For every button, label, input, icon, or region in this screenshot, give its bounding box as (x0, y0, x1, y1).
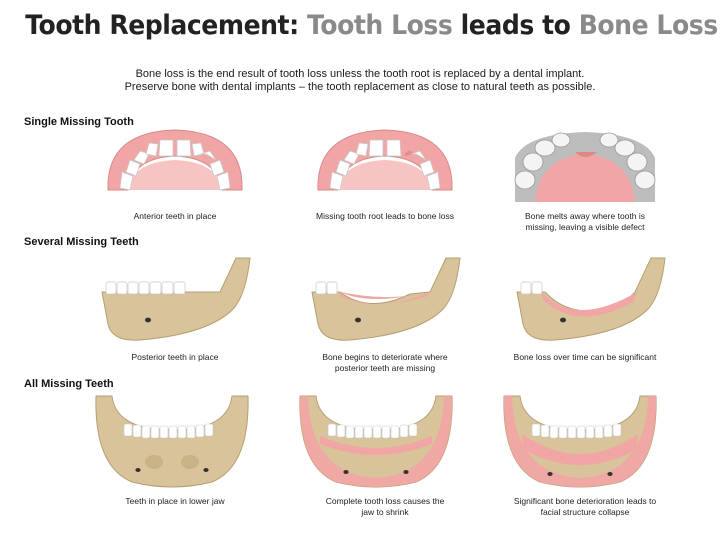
caption-bone-loss-time: Bone loss over time can be significant (513, 352, 657, 362)
section-heading-all: All Missing Teeth (24, 378, 114, 390)
mandible-side-bone-loss-illustration (516, 257, 666, 341)
section-heading-single: Single Missing Tooth (24, 116, 134, 128)
title-part-3: leads to (460, 10, 571, 41)
caption-missing-root: Missing tooth root leads to bone loss (316, 211, 454, 221)
caption-posterior-teeth: Posterior teeth in place (131, 352, 219, 362)
caption-facial-collapse: Significant bone deterioration leads to … (513, 496, 657, 517)
intro-line-2: Preserve bone with dental implants – the… (124, 81, 596, 93)
intro-line-1: Bone loss is the end result of tooth los… (135, 68, 585, 80)
caption-bone-deteriorate: Bone begins to deteriorate where posteri… (322, 352, 448, 373)
intro-text: Bone loss is the end result of tooth los… (0, 68, 720, 94)
caption-anterior-teeth: Anterior teeth in place (133, 211, 217, 221)
upper-arch-defect-illustration (514, 132, 656, 202)
upper-arch-full-illustration (107, 129, 243, 191)
title-part-1: Tooth Replacement: (25, 10, 299, 41)
mandible-side-full-illustration (101, 257, 251, 341)
caption-jaw-shrink: Complete tooth loss causes the jaw to sh… (325, 496, 445, 517)
section-heading-several: Several Missing Teeth (24, 236, 139, 248)
upper-arch-gap-illustration (317, 129, 453, 191)
caption-bone-melts: Bone melts away where tooth is missing, … (524, 211, 645, 232)
mandible-front-collapse-illustration (503, 395, 657, 488)
caption-teeth-lower-jaw: Teeth in place in lower jaw (125, 496, 225, 506)
page-title: Tooth Replacement: Tooth Loss leads to B… (25, 10, 718, 41)
mandible-front-full-illustration (95, 395, 249, 488)
mandible-front-shrunk-illustration (299, 395, 453, 488)
title-part-2: Tooth Loss (306, 10, 453, 41)
title-part-4: Bone Loss (578, 10, 718, 41)
mandible-side-partial-illustration (311, 257, 461, 341)
